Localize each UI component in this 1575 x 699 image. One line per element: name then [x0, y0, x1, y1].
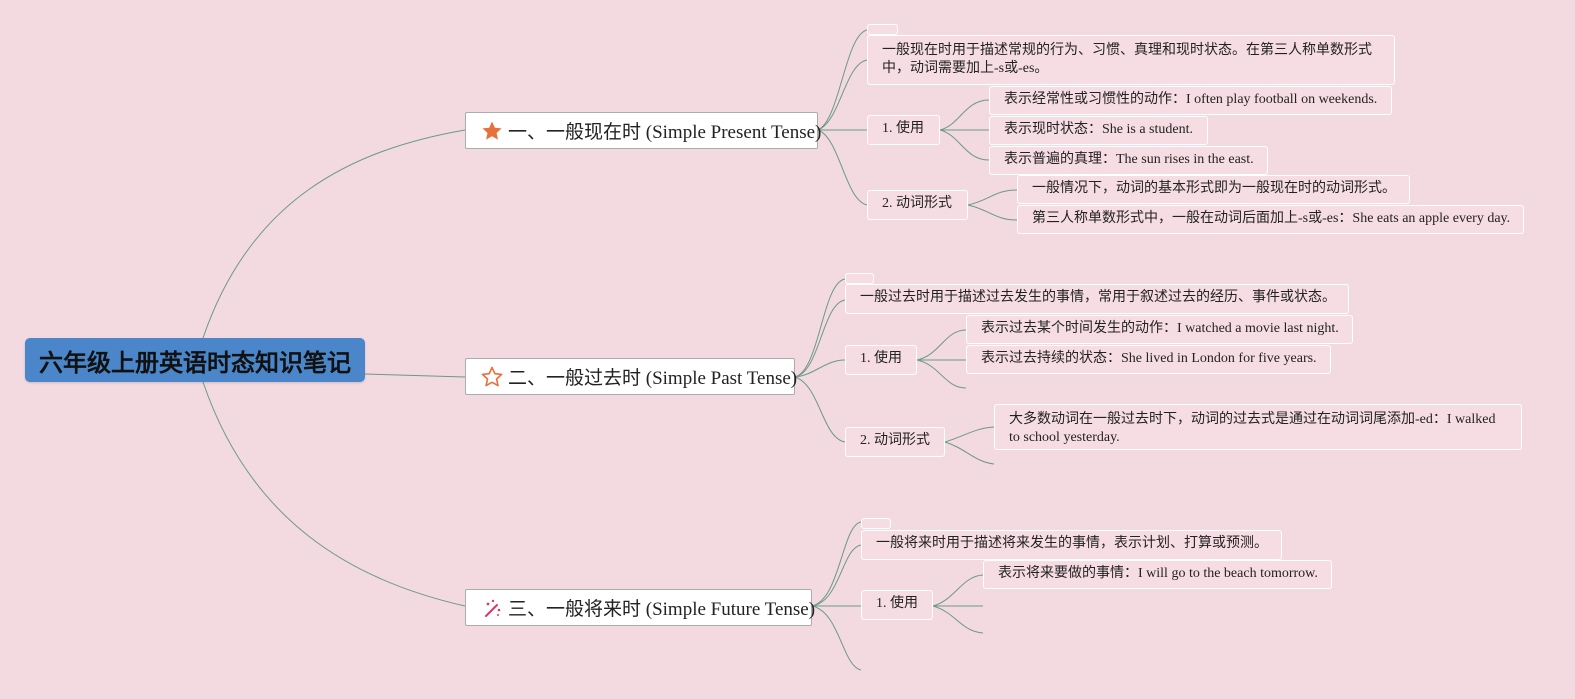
branch-title: 一、一般现在时 (Simple Present Tense)	[508, 122, 822, 143]
usage-item-text: 表示经常性或习惯性的动作：I often play football on we…	[1004, 92, 1378, 107]
definition-text: 一般现在时用于描述常规的行为、习惯、真理和现时状态。在第三人称单数形式中，动词需…	[882, 43, 1372, 76]
magic-wand-icon	[480, 596, 504, 620]
form-item[interactable]: 大多数动词在一般过去时下，动词的过去式是通过在动词词尾添加-ed：I walke…	[994, 404, 1522, 450]
definition-node[interactable]: 一般现在时用于描述常规的行为、习惯、真理和现时状态。在第三人称单数形式中，动词需…	[867, 35, 1395, 85]
usage-item-text: 表示过去持续的状态：She lived in London for five y…	[981, 351, 1317, 366]
outline-star-icon	[480, 365, 504, 389]
usage-item[interactable]: 表示过去某个时间发生的动作：I watched a movie last nig…	[966, 315, 1353, 344]
branch-title: 三、一般将来时 (Simple Future Tense)	[508, 599, 816, 620]
definition-node[interactable]: 一般将来时用于描述将来发生的事情，表示计划、打算或预测。	[861, 530, 1282, 560]
usage-label: 1. 使用	[882, 121, 924, 136]
definition-text: 一般过去时用于描述过去发生的事情，常用于叙述过去的经历、事件或状态。	[860, 290, 1336, 305]
usage-label: 1. 使用	[876, 596, 918, 611]
usage-item-text: 表示现时状态：She is a student.	[1004, 122, 1193, 137]
empty-topic[interactable]	[861, 518, 891, 529]
usage-item[interactable]: 表示过去持续的状态：She lived in London for five y…	[966, 345, 1331, 374]
form-item[interactable]: 一般情况下，动词的基本形式即为一般现在时的动词形式。	[1017, 175, 1410, 204]
verb-form-label: 2. 动词形式	[882, 196, 952, 211]
usage-item-text: 表示过去某个时间发生的动作：I watched a movie last nig…	[981, 321, 1339, 336]
form-item-text: 第三人称单数形式中，一般在动词后面加上-s或-es：She eats an ap…	[1032, 211, 1511, 226]
empty-topic[interactable]	[867, 24, 898, 35]
usage-node[interactable]: 1. 使用	[867, 115, 940, 145]
usage-item[interactable]: 表示现时状态：She is a student.	[989, 116, 1208, 145]
branch-simple-future[interactable]: 三、一般将来时 (Simple Future Tense)	[465, 589, 816, 626]
form-item-text: 一般情况下，动词的基本形式即为一般现在时的动词形式。	[1032, 181, 1396, 196]
usage-node[interactable]: 1. 使用	[861, 590, 933, 620]
branch-simple-past[interactable]: 二、一般过去时 (Simple Past Tense)	[465, 358, 798, 395]
orange-star-icon	[480, 119, 504, 143]
usage-node[interactable]: 1. 使用	[845, 345, 917, 375]
verb-form-node[interactable]: 2. 动词形式	[845, 427, 945, 457]
root-topic[interactable]: 六年级上册英语时态知识笔记	[25, 338, 365, 382]
usage-item-text: 表示普遍的真理：The sun rises in the east.	[1004, 152, 1254, 167]
root-title: 六年级上册英语时态知识笔记	[39, 348, 351, 377]
definition-text: 一般将来时用于描述将来发生的事情，表示计划、打算或预测。	[876, 536, 1268, 551]
verb-form-node[interactable]: 2. 动词形式	[867, 190, 968, 220]
verb-form-label: 2. 动词形式	[860, 433, 930, 448]
branch-title: 二、一般过去时 (Simple Past Tense)	[508, 368, 798, 389]
usage-item-text: 表示将来要做的事情：I will go to the beach tomorro…	[998, 566, 1318, 581]
definition-node[interactable]: 一般过去时用于描述过去发生的事情，常用于叙述过去的经历、事件或状态。	[845, 284, 1349, 314]
empty-topic[interactable]	[845, 273, 874, 284]
branch-simple-present[interactable]: 一、一般现在时 (Simple Present Tense)	[465, 112, 822, 149]
usage-item[interactable]: 表示经常性或习惯性的动作：I often play football on we…	[989, 86, 1392, 115]
usage-item[interactable]: 表示普遍的真理：The sun rises in the east.	[989, 146, 1268, 175]
usage-item[interactable]: 表示将来要做的事情：I will go to the beach tomorro…	[983, 560, 1332, 589]
form-item-text: 大多数动词在一般过去时下，动词的过去式是通过在动词词尾添加-ed：I walke…	[1009, 412, 1496, 445]
usage-label: 1. 使用	[860, 351, 902, 366]
form-item[interactable]: 第三人称单数形式中，一般在动词后面加上-s或-es：She eats an ap…	[1017, 205, 1524, 234]
